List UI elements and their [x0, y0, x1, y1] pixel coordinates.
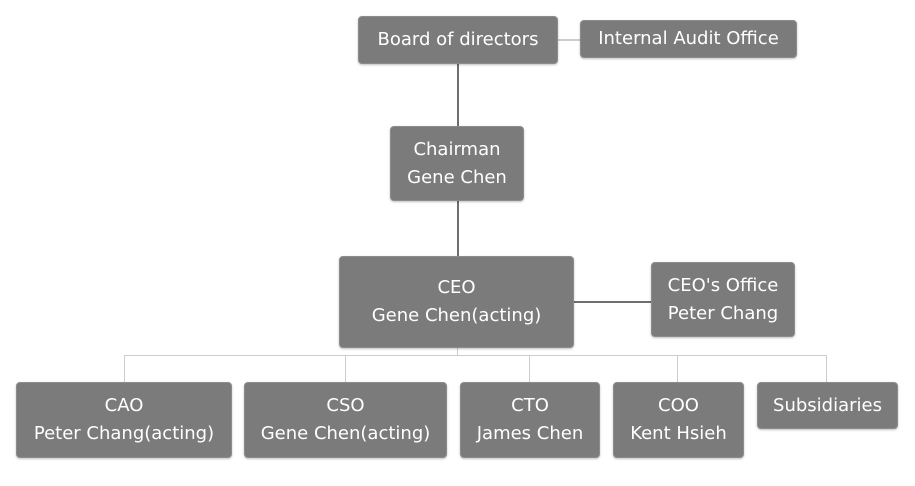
coo-name: Kent Hsieh	[630, 423, 727, 444]
subsidiaries-title: Subsidiaries	[773, 394, 882, 416]
cso-box[interactable]: CSO Gene Chen(acting)	[244, 382, 447, 458]
ceo-office-title: CEO's Office	[667, 274, 779, 296]
chairman-title: Chairman	[413, 138, 501, 160]
cso-name: Gene Chen(acting)	[260, 423, 431, 444]
bus-drop-cao	[124, 355, 125, 382]
chairman-to-ceo-line	[457, 200, 459, 257]
board-title: Board of directors	[377, 29, 539, 50]
ceo-title: CEO	[437, 277, 476, 298]
ceo-office-box[interactable]: CEO's Office Peter Chang	[651, 262, 795, 337]
cto-title: CTO	[511, 395, 549, 416]
board-of-directors-box[interactable]: Board of directors	[358, 16, 558, 64]
board-to-audit-line	[558, 39, 580, 41]
cao-name: Peter Chang(acting)	[33, 423, 215, 444]
cto-name: James Chen	[476, 423, 584, 444]
ceo-box[interactable]: CEO Gene Chen(acting)	[339, 256, 574, 348]
chairman-name: Gene Chen	[407, 166, 507, 188]
ceo-to-office-line	[574, 301, 652, 303]
internal-audit-office-box[interactable]: Internal Audit Office	[580, 20, 797, 58]
cto-box[interactable]: CTO James Chen	[460, 382, 600, 458]
cao-title: CAO	[104, 395, 144, 416]
coo-title: COO	[658, 395, 699, 416]
ceo-office-name: Peter Chang	[667, 302, 779, 324]
chairman-box[interactable]: Chairman Gene Chen	[390, 126, 524, 201]
ceo-name: Gene Chen(acting)	[371, 305, 542, 326]
audit-title: Internal Audit Office	[598, 28, 779, 49]
bus-drop-coo	[677, 355, 678, 382]
subsidiaries-box[interactable]: Subsidiaries	[757, 382, 898, 429]
ceo-to-bus-line	[457, 348, 458, 356]
coo-box[interactable]: COO Kent Hsieh	[613, 382, 744, 458]
cao-box[interactable]: CAO Peter Chang(acting)	[16, 382, 232, 458]
board-to-chairman-line	[457, 63, 459, 126]
bus-drop-cso	[345, 355, 346, 382]
bus-drop-cto	[529, 355, 530, 382]
division-bus-line	[124, 355, 827, 356]
cso-title: CSO	[326, 395, 365, 416]
bus-drop-subsidiaries	[826, 355, 827, 382]
